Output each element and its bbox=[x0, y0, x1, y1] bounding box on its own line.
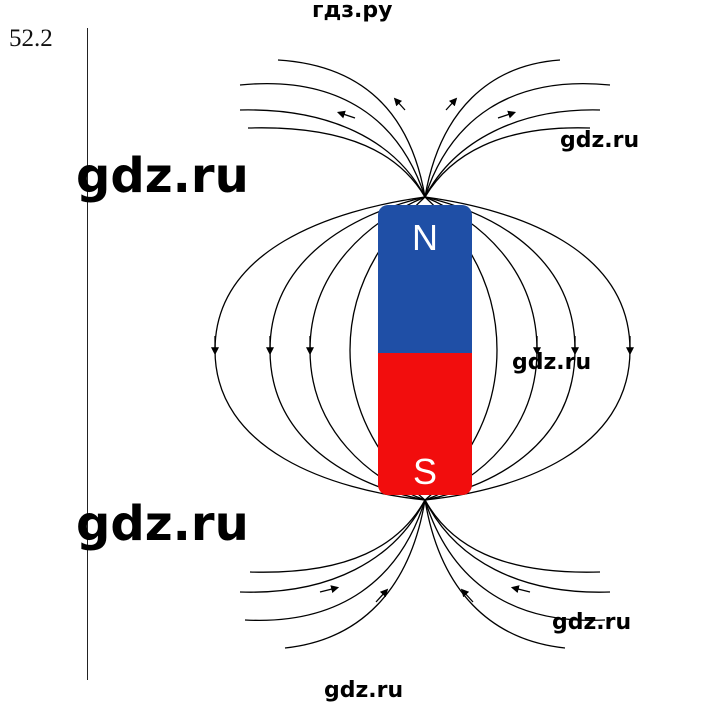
arrow-up-right-1 bbox=[445, 97, 458, 111]
upper-line-right-4 bbox=[424, 59, 561, 198]
upper-line-left-4 bbox=[277, 59, 426, 198]
magnet-south-half bbox=[378, 330, 472, 495]
arrow-low-right-1 bbox=[510, 585, 531, 594]
arrow-up-left-2 bbox=[336, 110, 356, 119]
watermark-bottom: gdz.ru bbox=[324, 678, 404, 703]
watermark-big-1: gdz.ru bbox=[76, 148, 249, 204]
arrow-low-left-2 bbox=[375, 588, 389, 603]
watermark-big-2: gdz.ru bbox=[76, 496, 249, 552]
upper-line-right-2 bbox=[424, 109, 601, 198]
lower-line-right-4 bbox=[424, 499, 566, 649]
arrow-low-right-2 bbox=[460, 588, 474, 603]
arrow-up-right-2 bbox=[497, 110, 517, 119]
lower-line-right-1 bbox=[424, 499, 606, 622]
watermark-small-2: gdz.ru bbox=[512, 350, 592, 375]
lower-line-left-2 bbox=[239, 499, 426, 593]
watermark-small-1: gdz.ru bbox=[560, 128, 640, 153]
bar-magnet: N S bbox=[378, 205, 472, 495]
upper-line-left-3 bbox=[247, 127, 426, 198]
south-pole-label: S bbox=[413, 451, 437, 492]
margin-line bbox=[87, 28, 88, 680]
watermark-top: гдз.ру bbox=[312, 0, 393, 23]
arrow-up-left-1 bbox=[393, 97, 406, 111]
lower-line-left-4 bbox=[284, 499, 426, 649]
north-pole-label: N bbox=[412, 217, 438, 258]
magnet-north-half bbox=[378, 205, 472, 353]
lower-line-right-3 bbox=[424, 499, 601, 573]
lower-line-right-2 bbox=[424, 499, 611, 593]
upper-line-left-2 bbox=[239, 109, 426, 198]
upper-line-right-1 bbox=[424, 83, 611, 198]
problem-number: 52.2 bbox=[9, 25, 53, 52]
lower-line-left-1 bbox=[244, 499, 426, 622]
arrow-low-left-1 bbox=[319, 585, 340, 594]
upper-line-left-1 bbox=[239, 83, 426, 198]
lower-line-left-3 bbox=[249, 499, 426, 573]
upper-line-right-3 bbox=[424, 127, 591, 198]
magnet-north-fill bbox=[378, 330, 472, 353]
watermark-small-3: gdz.ru bbox=[552, 610, 632, 635]
